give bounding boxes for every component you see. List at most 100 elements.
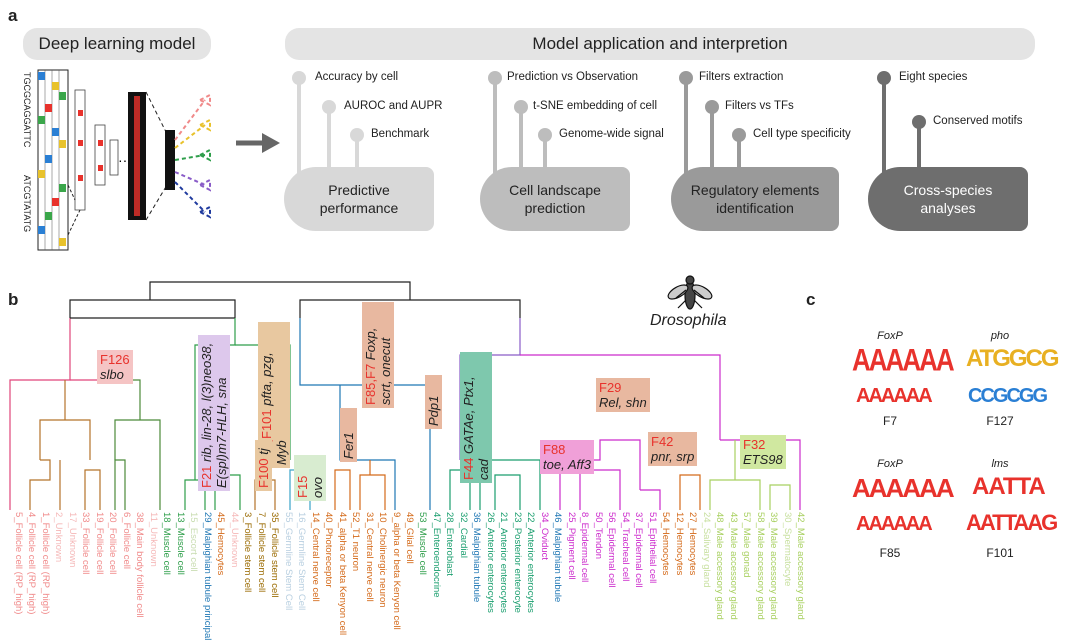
label-cell-type-specificity: Cell type specificity — [753, 128, 851, 140]
leaf-label: 54_Hemocytes — [660, 512, 672, 576]
motif-title-pho: pho — [990, 330, 1010, 342]
label-accuracy-by-cell: Accuracy by cell — [315, 71, 399, 83]
arrow-right — [236, 133, 280, 153]
annotation-pdp1: Pdp1 — [425, 375, 442, 429]
motif-logo-f101-top: AATTA — [972, 473, 1046, 500]
section-cross-species: Cross-species analyses — [868, 167, 1028, 231]
leaf-label: 23_Posterior enterocyte — [511, 512, 523, 613]
leaf-label: 39_Male accessory gland — [768, 512, 780, 620]
motif-logo-f7-top: AAAAAA — [852, 341, 955, 378]
label-conserved-motifs: Conserved motifs — [933, 115, 1023, 127]
leaf-label: 17_Unknown — [66, 512, 78, 568]
leaf-label: 8_Epidermal cell — [579, 512, 591, 583]
output-heads — [174, 93, 211, 219]
leaf-label: 29_Malpighian tubule principal — [201, 512, 213, 641]
deep-learning-title: Deep learning model — [23, 28, 211, 60]
drosophila-fly-icon — [667, 275, 713, 310]
motif-title-foxp-1: FoxP — [877, 330, 903, 342]
section-predictive-performance: Predictive performance — [284, 167, 434, 231]
leaf-label: 37_Epidermal cell — [633, 512, 645, 588]
leaf-label: 3_Follicle stem cell — [242, 512, 254, 593]
annotation-f44: F44 GATAe, Ptx1, cad — [460, 352, 492, 483]
leaf-label: 57_Male gonad — [741, 512, 753, 578]
label-tsne: t-SNE embedding of cell — [533, 100, 658, 112]
label-filters-vs-tfs: Filters vs TFs — [725, 100, 794, 112]
label-auroc-aupr: AUROC and AUPR — [344, 100, 443, 112]
leaf-label: 43_Male accessory gland — [727, 512, 739, 620]
leaf-label: 33_Follicle cell — [80, 512, 92, 575]
leaf-label: 18_Muscle cell — [161, 512, 173, 575]
leaf-label: 15_Escort cell — [188, 512, 200, 572]
leaf-label: 26_Anterior enterocytes — [484, 512, 496, 613]
leaf-label: 6_Follicle cell — [120, 512, 132, 570]
label-eight-species: Eight species — [899, 71, 968, 83]
leaf-label: 2_Unknown — [53, 512, 65, 563]
leaf-label: 48_Male accessory gland — [714, 512, 726, 620]
leaf-label: 16_Germline Stem Cell — [296, 512, 308, 611]
leaf-label: 47_Enteroendocrine — [430, 512, 442, 598]
leaf-label: 50_Tendon — [592, 512, 604, 560]
leaf-label: 51_Epithelial cell — [646, 512, 658, 584]
motif-caption-f7: F7 — [882, 414, 897, 428]
motif-caption-f85: F85 — [879, 546, 901, 560]
section-cell-landscape: Cell landscape prediction — [480, 167, 630, 231]
leaf-label: 56_Epidermal cell — [606, 512, 618, 588]
leaf-label: 21_Anterior enterocytes — [498, 512, 510, 613]
leaf-label: 27_Hemocytes — [687, 512, 699, 576]
leaf-label: 53_Muscle cell — [417, 512, 429, 575]
section-regulatory-elements: Regulatory elements identification — [671, 167, 839, 231]
leaf-label: 44_Unknown — [228, 512, 240, 568]
leaf-label: 9_alpha or beta Kenyon cell — [390, 512, 402, 630]
leaf-label: 14_Central nerve cell — [309, 512, 321, 602]
leaf-label: 54_Tracheal cell — [619, 512, 631, 582]
leaf-label: 52_T1 neuron — [350, 512, 362, 572]
motif-logo-f7-bottom: AAAAAA — [856, 385, 933, 407]
leaf-label: 5_Follicle cell (RP_high) — [13, 512, 24, 615]
annotation-f100: F100 tj — [255, 440, 272, 491]
leaf-label: 31_Central nerve cell — [363, 512, 375, 602]
leaf-label: 12_Hemocytes — [673, 512, 685, 576]
label-filters-extraction: Filters extraction — [699, 71, 784, 83]
label-prediction-vs-observation: Prediction vs Observation — [507, 71, 639, 83]
panel-a-label: a — [8, 6, 18, 25]
annotation-f15: F15 ovo — [294, 455, 326, 501]
leaf-label: 49_Glial cell — [404, 512, 415, 564]
leaf-label: 22_Anterior enterocytes — [525, 512, 537, 613]
leaf-label: 38_Main body follicle cell — [134, 512, 146, 618]
leaf-label: 58_Male accessory gland — [754, 512, 766, 620]
leaf-label: 11_Unknown — [147, 512, 159, 567]
leaf-label: 10_Cholinergic neuron — [377, 512, 389, 608]
leaf-label: 30_Spermatocyte — [781, 512, 793, 587]
leaf-label: 13_Muscle cell — [174, 512, 186, 575]
leaf-label: 41_alpha or beta Kenyon cell — [336, 512, 348, 636]
leaf-label: 46_Malpighian tubule — [552, 512, 564, 603]
motif-title-lms: lms — [991, 458, 1009, 470]
leaf-label: 45_Hemocytes — [215, 512, 227, 576]
leaf-label: 35_Follicle stem cell — [269, 512, 281, 598]
label-genome-wide: Genome-wide signal — [559, 128, 664, 140]
leaf-label: 40_Photoreceptor — [323, 512, 335, 588]
model-application-title: Model application and interpretion — [285, 28, 1035, 60]
leaf-label: 19_Follicle cell — [93, 512, 105, 575]
conv-layer-3 — [109, 139, 119, 176]
leaf-label: 36_Malpighian tubule — [471, 512, 483, 603]
conv-layer-2 — [94, 124, 106, 186]
motif-logo-f101-bottom: AATTAAG — [966, 510, 1058, 535]
motif-logo-f127-bottom: CCGCGG — [968, 385, 1048, 407]
motif-logo-f127-top: ATGGCG — [966, 345, 1060, 372]
leaf-label: 32_Cardial — [457, 512, 469, 558]
input-matrix — [37, 69, 69, 251]
leaf-label: 4_Follicle cell (RP_high) — [26, 512, 38, 615]
motif-caption-f101: F101 — [986, 546, 1014, 560]
motif-title-foxp-2: FoxP — [877, 458, 903, 470]
leaf-label: 1_Follicle cell (RP_high) — [39, 512, 51, 615]
panel-b-label: b — [8, 290, 19, 309]
leaf-label: 55_Germline Stem Cell — [282, 512, 294, 611]
